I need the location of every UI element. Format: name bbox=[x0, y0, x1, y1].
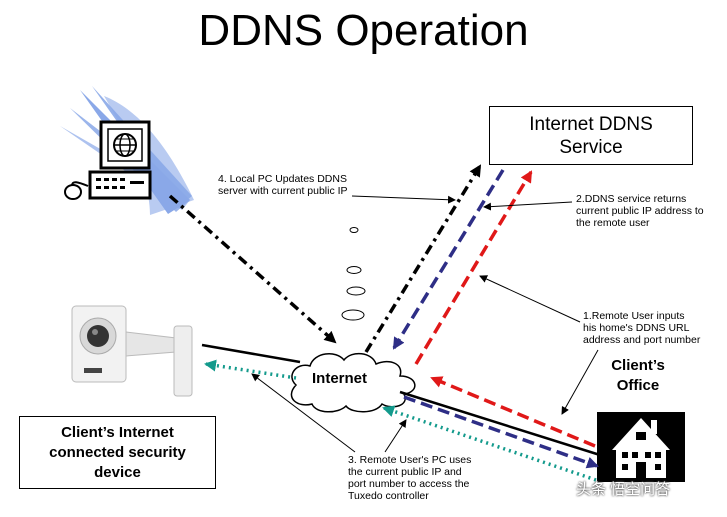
path-internet-to-house-solid bbox=[399, 390, 601, 457]
thought-bubbles bbox=[341, 227, 366, 321]
path-internet-to-camera-teal bbox=[204, 359, 297, 380]
globe-icon bbox=[113, 133, 137, 157]
callout-step3-arrow-a bbox=[251, 373, 356, 453]
device-label-line1: Client’s Internet bbox=[61, 423, 174, 441]
callout-office-arrow bbox=[561, 349, 599, 415]
callout-step3-arrow-b bbox=[384, 419, 407, 453]
ddns-service-box: Internet DDNS Service bbox=[489, 106, 693, 165]
diagram-title: DDNS Operation bbox=[198, 6, 529, 55]
note-step4: 4. Local PC Updates DDNS server with cur… bbox=[218, 173, 348, 197]
security-device-box: Client’s Internet connected security dev… bbox=[19, 416, 216, 489]
callout-step4-arrow bbox=[351, 195, 456, 204]
note-step1: 1.Remote User inputs his home's DDNS URL… bbox=[583, 310, 701, 346]
path-house-to-internet-teal bbox=[382, 405, 597, 482]
callout-step1-arrow bbox=[479, 275, 581, 323]
path-computer-to-internet bbox=[168, 194, 337, 344]
device-label-line3: device bbox=[94, 463, 141, 481]
path-ddns-to-internet-blue bbox=[392, 169, 505, 350]
path-internet-to-house-blue bbox=[403, 395, 599, 469]
internet-label: Internet bbox=[312, 370, 368, 387]
internet-cloud-icon bbox=[290, 352, 416, 413]
path-internet-to-ddns bbox=[364, 164, 482, 353]
ddns-label-line1: Internet DDNS bbox=[529, 113, 653, 135]
path-internet-to-ddns-red bbox=[414, 170, 533, 365]
note-step3: 3. Remote User's PC uses the current pub… bbox=[348, 454, 472, 502]
watermark: 头条 悟空问答 bbox=[576, 481, 671, 498]
security-camera-icon bbox=[71, 305, 193, 397]
callout-step2-arrow bbox=[483, 201, 573, 211]
ddns-label-line2: Service bbox=[559, 136, 623, 158]
client-office-label: Client’s Office bbox=[611, 357, 665, 394]
path-camera-to-internet-solid bbox=[201, 343, 301, 364]
computer-icon bbox=[60, 86, 194, 215]
device-label-line2: connected security bbox=[49, 443, 186, 461]
house-icon bbox=[597, 412, 685, 482]
path-house-to-internet-red bbox=[430, 376, 596, 448]
note-step2: 2.DDNS service returns current public IP… bbox=[576, 193, 704, 229]
